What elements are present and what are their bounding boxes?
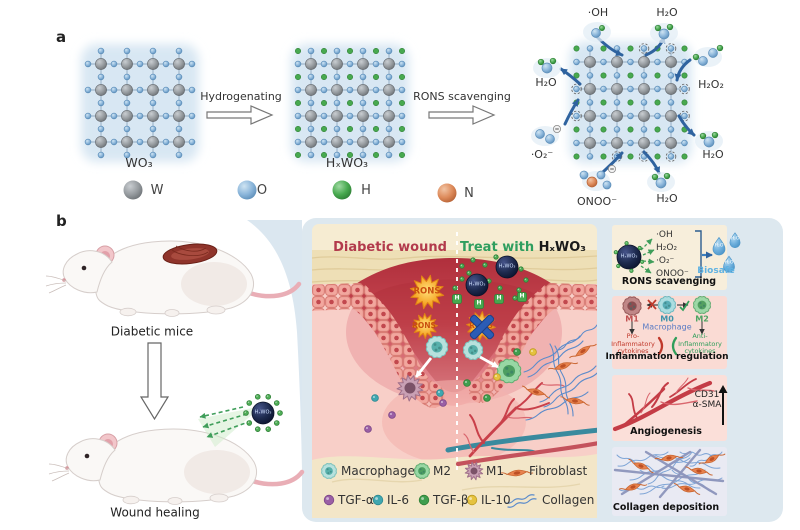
differentiation-arrows	[414, 355, 499, 378]
epidermis-cells	[312, 283, 597, 408]
legend-w-label: W	[150, 182, 164, 198]
superoxide-label: ·O₂⁻	[530, 147, 554, 161]
droplet-label-1: H₂O	[714, 243, 724, 249]
diabetic-mice-caption: Diabetic mice	[110, 324, 194, 339]
card-inflammation-art	[622, 296, 711, 356]
anti-inflammatory-label: Anti-Inflammatory cytokines	[678, 331, 722, 355]
card-angiogenesis-art	[612, 377, 728, 432]
legend-icons	[321, 461, 537, 508]
treat-title: Treat with HₓWO₃	[460, 239, 586, 255]
card-collagen-art	[613, 448, 726, 499]
nanoparticles-middle	[452, 254, 529, 309]
legend-tgfb: TGF-β	[433, 493, 469, 507]
hxwo3-lattice	[291, 44, 409, 162]
wound-illustration	[312, 224, 597, 518]
panel-a-label: a	[56, 28, 67, 46]
atom-legend-spheres	[123, 180, 457, 203]
m1-label: M1	[625, 314, 639, 324]
legend-macrophage: Macrophage	[341, 464, 415, 478]
biosafe-label: Biosafe	[697, 266, 735, 277]
h-atom-2: H	[476, 299, 482, 307]
mice-illustrations	[45, 240, 305, 505]
wound-bed	[342, 258, 566, 406]
treat-title-prefix: Treat with	[460, 239, 539, 255]
card-inflammation-caption: Inflammation regulation	[605, 352, 729, 363]
oh-label: ·OH	[587, 5, 609, 19]
h2o-label-left: H₂O	[535, 75, 557, 89]
legend-tgfa: TGF-α	[338, 493, 374, 507]
nanoparticle-label-card: HₓWO₃	[620, 253, 638, 260]
cd31-label: CD31	[694, 390, 720, 401]
legend-h-label: H	[361, 182, 371, 198]
card-rons-art	[613, 230, 741, 278]
h-atom-4: H	[519, 292, 525, 300]
collagen-fibers	[521, 324, 597, 421]
species-onoo: ONOO⁻	[656, 269, 689, 279]
molecule-glyphs	[531, 22, 724, 192]
h2o-label-bottom: H₂O	[656, 191, 678, 205]
nanoparticle-label-mice: HₓWO₃	[254, 409, 272, 416]
nanoparticle-spray	[198, 394, 283, 447]
species-h2o2: H₂O₂	[656, 243, 678, 253]
treat-title-formula: HₓWO₃	[538, 239, 586, 255]
panel-b-label: b	[56, 212, 67, 230]
h2o-label-top: H₂O	[656, 5, 678, 19]
macrophage-label: Macrophage	[642, 322, 692, 332]
h2o2-label: H₂O₂	[698, 77, 724, 91]
cytokine-dots	[364, 348, 537, 433]
legend-fibroblast: Fibroblast	[529, 464, 588, 478]
hypodermis-layer	[312, 454, 597, 518]
hydrogenating-arrow	[206, 105, 274, 125]
asma-label: α-SMA	[692, 400, 722, 411]
rons-scavenging-arrow	[428, 105, 496, 125]
onoo-label: ONOO⁻	[576, 194, 618, 208]
blood-vessels	[445, 382, 597, 467]
nanoparticle-label-mid-1: HₓWO₃	[498, 263, 516, 270]
droplet-label-3: H₂O	[724, 260, 734, 266]
legend-n-label: N	[464, 185, 474, 201]
legend-collagen: Collagen	[542, 493, 595, 507]
rons-scavenging-label: RONS scavenging	[413, 89, 511, 103]
healing-arrow-down	[139, 342, 170, 421]
rons-burst-label-1: RONS	[413, 286, 441, 297]
wo3-formula: WO₃	[125, 155, 153, 171]
rons-burst-label-2: RONS	[412, 320, 436, 330]
wo3-lattice	[81, 44, 199, 162]
card-angiogenesis-caption: Angiogenesis	[630, 425, 702, 437]
diabetic-wound-title: Diabetic wound	[333, 239, 447, 255]
pro-inflammatory-label: Pro-Inflammatory cytokines	[611, 331, 655, 355]
droplet-label-2: H₂O	[730, 236, 740, 242]
h2o-label-right: H₂O	[702, 147, 724, 161]
species-o2: ·O₂⁻	[656, 256, 675, 266]
card-collagen-caption: Collagen deposition	[612, 501, 720, 513]
legend-m1: M1	[486, 464, 504, 478]
h-atom-3: H	[496, 294, 502, 302]
hxwo3-lattice-scavenging	[569, 41, 692, 164]
wound-healing-caption: Wound healing	[110, 505, 200, 520]
m2-label: M2	[695, 314, 709, 324]
species-oh: ·OH	[656, 230, 673, 240]
h-atom-1: H	[454, 294, 460, 302]
legend-o-label: O	[256, 182, 268, 198]
background-swoosh	[247, 220, 302, 470]
legend-il10: IL-10	[481, 493, 511, 507]
skin-cross-section	[312, 224, 597, 518]
legend-il6: IL-6	[387, 493, 409, 507]
immune-cells	[396, 335, 522, 402]
hxwo3-formula: HₓWO₃	[325, 155, 369, 171]
hydrogenating-label: Hydrogenating	[200, 89, 282, 103]
nanoparticle-label-mid-2: HₓWO₃	[468, 281, 486, 288]
m0-label: M0	[660, 314, 674, 324]
card-rons-caption: RONS scavenging	[621, 275, 717, 287]
legend-m2: M2	[433, 464, 451, 478]
